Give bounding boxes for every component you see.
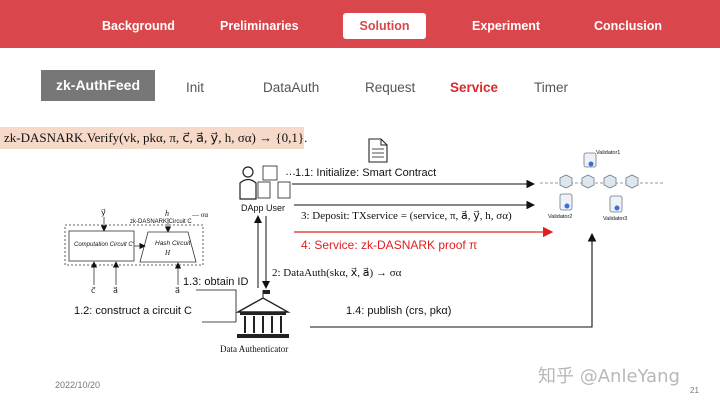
- circuit-input-a-hash: a⃗: [175, 286, 180, 295]
- validator-2-label: Validator2: [548, 214, 573, 220]
- step-1-4: 1.4: publish (crs, pkα): [346, 305, 452, 317]
- circuit-input-a: a⃗: [113, 286, 118, 295]
- hash-circuit-sub: H: [165, 249, 171, 257]
- circuit-input-c: c⃗: [91, 286, 96, 295]
- tab-timer[interactable]: Timer: [534, 80, 568, 95]
- computation-circuit-box: [68, 230, 135, 262]
- watermark: 知乎 @AnleYang: [538, 366, 680, 387]
- nav-preliminaries[interactable]: Preliminaries: [220, 19, 299, 33]
- step-2: 2: DataAuth(skα, x⃗, a⃗) → σα: [272, 267, 402, 279]
- computation-circuit-label: Computation Circuit C′: [74, 242, 134, 248]
- validator-3-label: Validator3: [603, 216, 628, 222]
- step-1-2: 1.2: construct a circuit C: [74, 305, 192, 317]
- hash-circuit-shape: [139, 231, 197, 263]
- nav-conclusion[interactable]: Conclusion: [594, 19, 663, 33]
- step-dots: …: [285, 166, 296, 178]
- circuit-title: zk-DASNARK Circuit C: [130, 219, 192, 225]
- blockchain-network-icon: [540, 152, 664, 213]
- dapp-user-label: DApp User: [241, 203, 286, 213]
- page-number: 21: [690, 386, 699, 395]
- slide-date: 2022/10/20: [55, 380, 101, 390]
- step-1-3: 1.3: obtain ID: [183, 276, 249, 288]
- authenticator-building-icon: [235, 290, 291, 338]
- authenticator-label: Data Authenticator: [220, 344, 289, 354]
- verify-formula: zk-DASNARK.Verify(vk, pkα, π, c⃗, a⃗, y⃗…: [0, 127, 307, 149]
- circuit-sigma: — σα: [192, 211, 209, 219]
- sub-tab-row: Init DataAuth Request Service Timer: [0, 70, 720, 110]
- dapp-user-icon: [239, 165, 291, 200]
- step-1-1: 1.1: Initialize: Smart Contract: [295, 167, 437, 179]
- circuit-output-y: y⃗: [101, 208, 106, 217]
- tab-init[interactable]: Init: [186, 80, 205, 95]
- nav-solution[interactable]: Solution: [343, 13, 426, 39]
- tab-request[interactable]: Request: [365, 80, 416, 95]
- contract-document-icon: [368, 138, 388, 163]
- section-label: zk-AuthFeed: [41, 70, 155, 101]
- step-4: 4: Service: zk-DASNARK proof π: [301, 238, 478, 252]
- validator-1-label: Validator1: [596, 150, 621, 156]
- step-3: 3: Deposit: TXservice = (service, π, a⃗,…: [301, 210, 512, 222]
- hash-circuit-label: Hash Circuit: [155, 240, 191, 247]
- nav-background[interactable]: Background: [102, 19, 175, 33]
- tab-service[interactable]: Service: [450, 80, 499, 95]
- circuit-output-h: h: [165, 209, 169, 218]
- tab-dataauth[interactable]: DataAuth: [263, 80, 320, 95]
- nav-experiment[interactable]: Experiment: [472, 19, 541, 33]
